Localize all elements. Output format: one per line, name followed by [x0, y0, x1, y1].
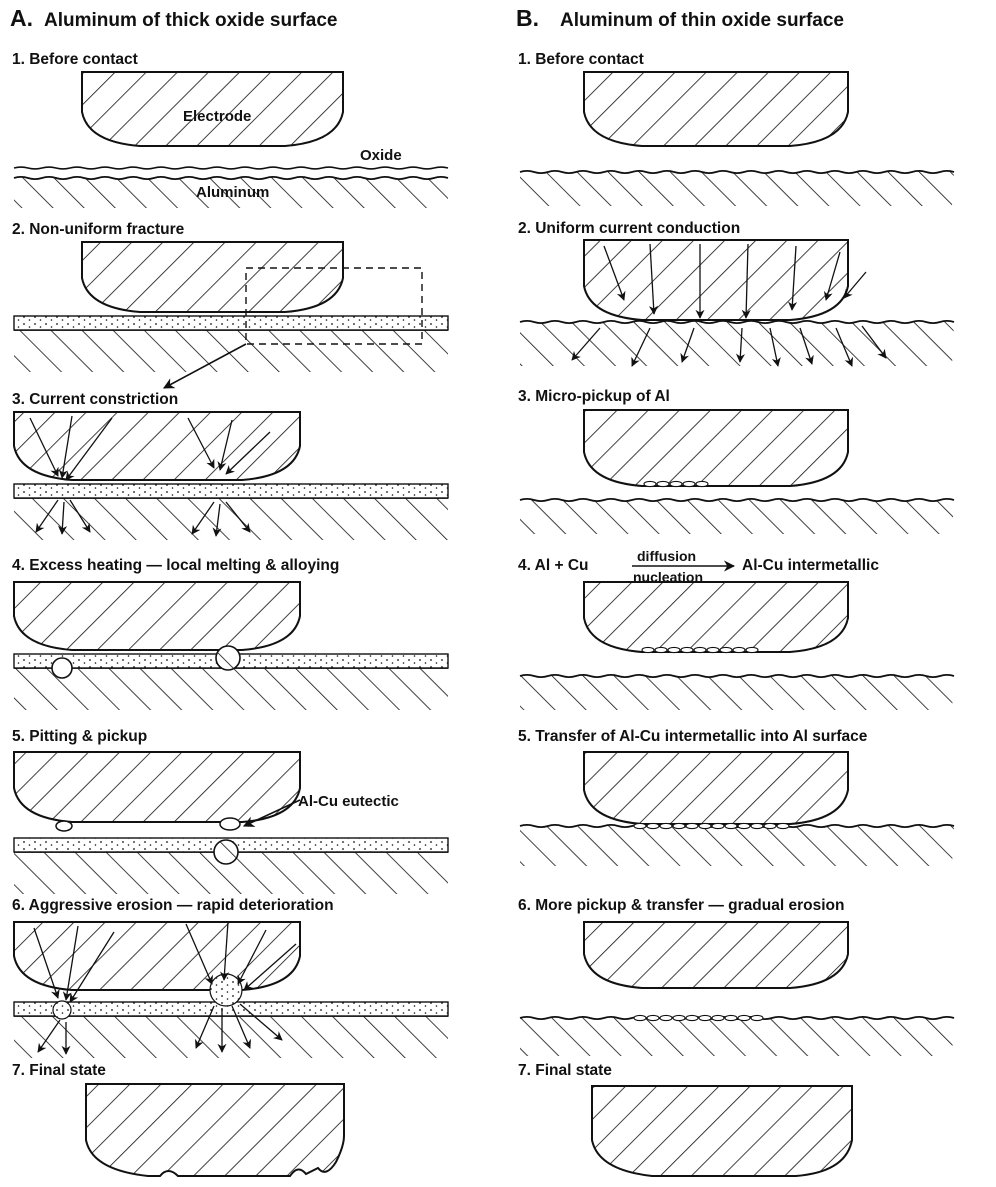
- panel-b-step-4: 4. Al + Cu: [518, 557, 588, 574]
- intermetallic-particle-b4: [746, 647, 758, 652]
- oxide-layer-a3: [14, 484, 448, 498]
- reaction-product: Al-Cu intermetallic: [742, 557, 879, 574]
- transferred-particle-b5: [751, 823, 763, 828]
- transferred-particle-b6: [673, 1015, 685, 1020]
- melt-pocket-a4-left: [52, 658, 72, 678]
- intermetallic-particle-b4: [694, 647, 706, 652]
- oxide-layer-a1: [14, 167, 448, 169]
- panel-b-step-5: 5. Transfer of Al-Cu intermetallic into …: [518, 728, 868, 745]
- panel-b-step-3: 3. Micro-pickup of Al: [518, 388, 670, 405]
- pickup-particle-b3: [683, 481, 695, 486]
- electrode-a6: [14, 922, 300, 990]
- intermetallic-particle-b4: [668, 647, 680, 652]
- panel-a-step-4: 4. Excess heating — local melting & allo…: [12, 557, 339, 574]
- aluminum-b4: [520, 675, 954, 710]
- panel-a-step-2: 2. Non-uniform fracture: [12, 221, 185, 238]
- panel-a-step-3: 3. Current constriction: [12, 391, 178, 408]
- pickup-particle-b3: [670, 481, 682, 486]
- electrode-b2: [584, 240, 848, 320]
- transferred-particle-b5: [673, 823, 685, 828]
- panel-b-step-2: 2. Uniform current conduction: [518, 220, 740, 237]
- aluminum-b3: [520, 499, 954, 534]
- intermetallic-particle-b4: [707, 647, 719, 652]
- aluminum-a3: [14, 498, 448, 540]
- aluminum-a6: [14, 1016, 448, 1058]
- electrode-b1: [584, 72, 848, 146]
- panel-a-letter: A.: [10, 5, 33, 31]
- panel-b-step-4-reaction: diffusion nucleation Al-Cu intermetallic: [632, 548, 879, 585]
- transferred-particle-b5: [777, 823, 789, 828]
- panel-b-step-1: 1. Before contact: [518, 51, 644, 68]
- transferred-particle-b6: [712, 1015, 724, 1020]
- electrode-b6: [584, 922, 848, 988]
- transferred-particle-b6: [699, 1015, 711, 1020]
- electrode-b3: [584, 410, 848, 486]
- transferred-particle-b5: [634, 823, 646, 828]
- intermetallic-particle-b4: [642, 647, 654, 652]
- oxide-label: Oxide: [360, 147, 402, 164]
- aluminum-b2: [520, 321, 954, 366]
- intermetallic-particle-b4: [655, 647, 667, 652]
- aluminum-b1: [520, 171, 954, 206]
- pickup-a5-left: [56, 821, 72, 831]
- reaction-over-arrow: diffusion: [637, 548, 696, 564]
- transferred-particle-b6: [751, 1015, 763, 1020]
- panel-b-step-6: 6. More pickup & transfer — gradual eros…: [518, 897, 844, 914]
- melt-pocket-a4-right: [216, 646, 240, 670]
- electrode-a2: [82, 242, 343, 312]
- oxide-layer-a2: [14, 316, 448, 330]
- electrode-a7-eroded: [86, 1084, 344, 1176]
- aluminum-b6: [520, 1017, 954, 1056]
- transferred-particle-b5: [699, 823, 711, 828]
- eutectic-label: Al-Cu eutectic: [298, 793, 399, 810]
- transferred-particle-b6: [647, 1015, 659, 1020]
- panel-a-step-5: 5. Pitting & pickup: [12, 728, 147, 745]
- pickup-a5-right: [220, 818, 240, 830]
- intermetallic-particle-b4: [681, 647, 693, 652]
- transferred-particle-b5: [764, 823, 776, 828]
- aluminum-a2: [14, 330, 448, 372]
- panel-a-title: Aluminum of thick oxide surface: [44, 10, 338, 31]
- electrode-b5: [584, 752, 848, 824]
- electrode-a4: [14, 582, 300, 650]
- intermetallic-particle-b4: [733, 647, 745, 652]
- panel-a-step-1: 1. Before contact: [12, 51, 138, 68]
- transferred-particle-b5: [738, 823, 750, 828]
- transferred-particle-b5: [725, 823, 737, 828]
- aluminum-a4: [14, 668, 448, 710]
- electrode-label: Electrode: [183, 108, 251, 125]
- panel-a-step-7: 7. Final state: [12, 1062, 106, 1079]
- panel-b-title: Aluminum of thin oxide surface: [560, 10, 844, 31]
- erosion-crater-a6-right: [210, 974, 242, 1006]
- transferred-particle-b6: [738, 1015, 750, 1020]
- pickup-particle-b3: [644, 481, 656, 486]
- aluminum-b5: [520, 825, 954, 866]
- electrode-a5: [14, 752, 300, 822]
- electrode-b4: [584, 582, 848, 652]
- panel-b-scenes: [520, 72, 954, 1176]
- transferred-particle-b6: [686, 1015, 698, 1020]
- electrode-a3: [14, 412, 300, 480]
- electrode-b7: [592, 1086, 852, 1176]
- transferred-particle-b6: [725, 1015, 737, 1020]
- erosion-crater-a6-left: [53, 1001, 71, 1019]
- transferred-particle-b5: [712, 823, 724, 828]
- transferred-particle-b6: [634, 1015, 646, 1020]
- transferred-particle-b6: [660, 1015, 672, 1020]
- aluminum-label: Aluminum: [196, 184, 269, 201]
- panel-b-letter: B.: [516, 5, 539, 31]
- transferred-particle-b5: [660, 823, 672, 828]
- pickup-particle-b3: [657, 481, 669, 486]
- panel-b-step-7: 7. Final state: [518, 1062, 612, 1079]
- intermetallic-particle-b4: [720, 647, 732, 652]
- transferred-particle-b5: [647, 823, 659, 828]
- transferred-particle-b5: [686, 823, 698, 828]
- pickup-particle-b3: [696, 481, 708, 486]
- panel-a-step-6: 6. Aggressive erosion — rapid deteriorat…: [12, 897, 334, 914]
- eutectic-pit-a5: [214, 840, 238, 864]
